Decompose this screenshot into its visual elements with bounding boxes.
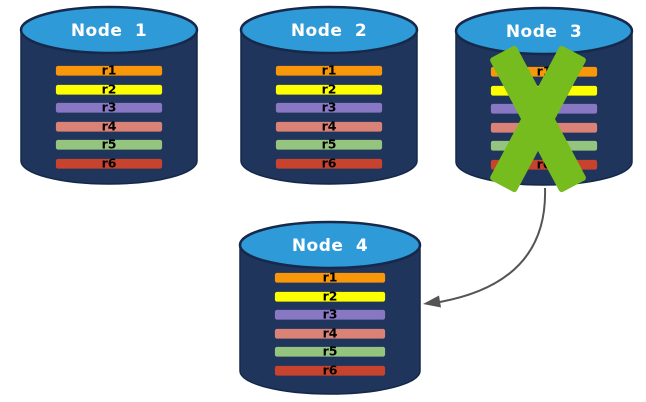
node-2: Node 2 r1 r2 r3 r4 r5 r6 (239, 5, 419, 185)
node-title: Node 3 (506, 22, 582, 42)
row-r3 (274, 101, 384, 115)
row-label: r5 (322, 137, 337, 152)
row-r2 (54, 83, 164, 97)
row-label: r6 (322, 156, 337, 171)
row-r1 (54, 64, 164, 78)
row-label: r3 (322, 100, 337, 115)
failure-x-icon (490, 45, 586, 193)
cylinder-top (239, 5, 419, 55)
node-title: Node 4 (292, 236, 368, 256)
row-r1 (273, 271, 387, 285)
row-r6 (273, 364, 387, 378)
row-label: r5 (323, 344, 338, 359)
row-r6 (274, 157, 384, 171)
row-label: r4 (322, 119, 337, 134)
cylinder-top (454, 6, 634, 56)
node-title: Node 1 (71, 21, 147, 41)
node-1: Node 1 r1 r2 r3 r4 r5 r6 (19, 5, 199, 185)
row-r5 (273, 345, 387, 359)
cylinder-top (238, 220, 422, 270)
row-r3 (54, 101, 164, 115)
node-4: Node 4 r1 r2 r3 r4 r5 r6 (238, 220, 422, 395)
row-r2 (274, 83, 384, 97)
x-stroke (490, 45, 586, 193)
row-label: r3 (323, 307, 338, 322)
row-r4 (274, 120, 384, 134)
row-label: r1 (323, 270, 338, 285)
failover-arrowhead (423, 295, 441, 308)
row-label: r5 (102, 137, 117, 152)
row-label: r6 (102, 156, 117, 171)
row-r5 (274, 138, 384, 152)
row-label: r2 (323, 289, 338, 304)
row-r6 (54, 157, 164, 171)
row-label: r6 (323, 363, 338, 378)
row-r3 (273, 308, 387, 322)
row-label: r4 (102, 119, 117, 134)
row-label: r4 (323, 326, 338, 341)
row-label: r1 (322, 63, 337, 78)
row-label: r1 (102, 63, 117, 78)
row-r4 (54, 120, 164, 134)
failover-arrow (439, 187, 547, 303)
row-label: r3 (102, 100, 117, 115)
node-title: Node 2 (291, 21, 367, 41)
row-r4 (273, 327, 387, 341)
row-label: r2 (102, 82, 117, 97)
row-label: r2 (322, 82, 337, 97)
row-r5 (54, 138, 164, 152)
row-r1 (274, 64, 384, 78)
row-r2 (273, 290, 387, 304)
cylinder-top (19, 5, 199, 55)
